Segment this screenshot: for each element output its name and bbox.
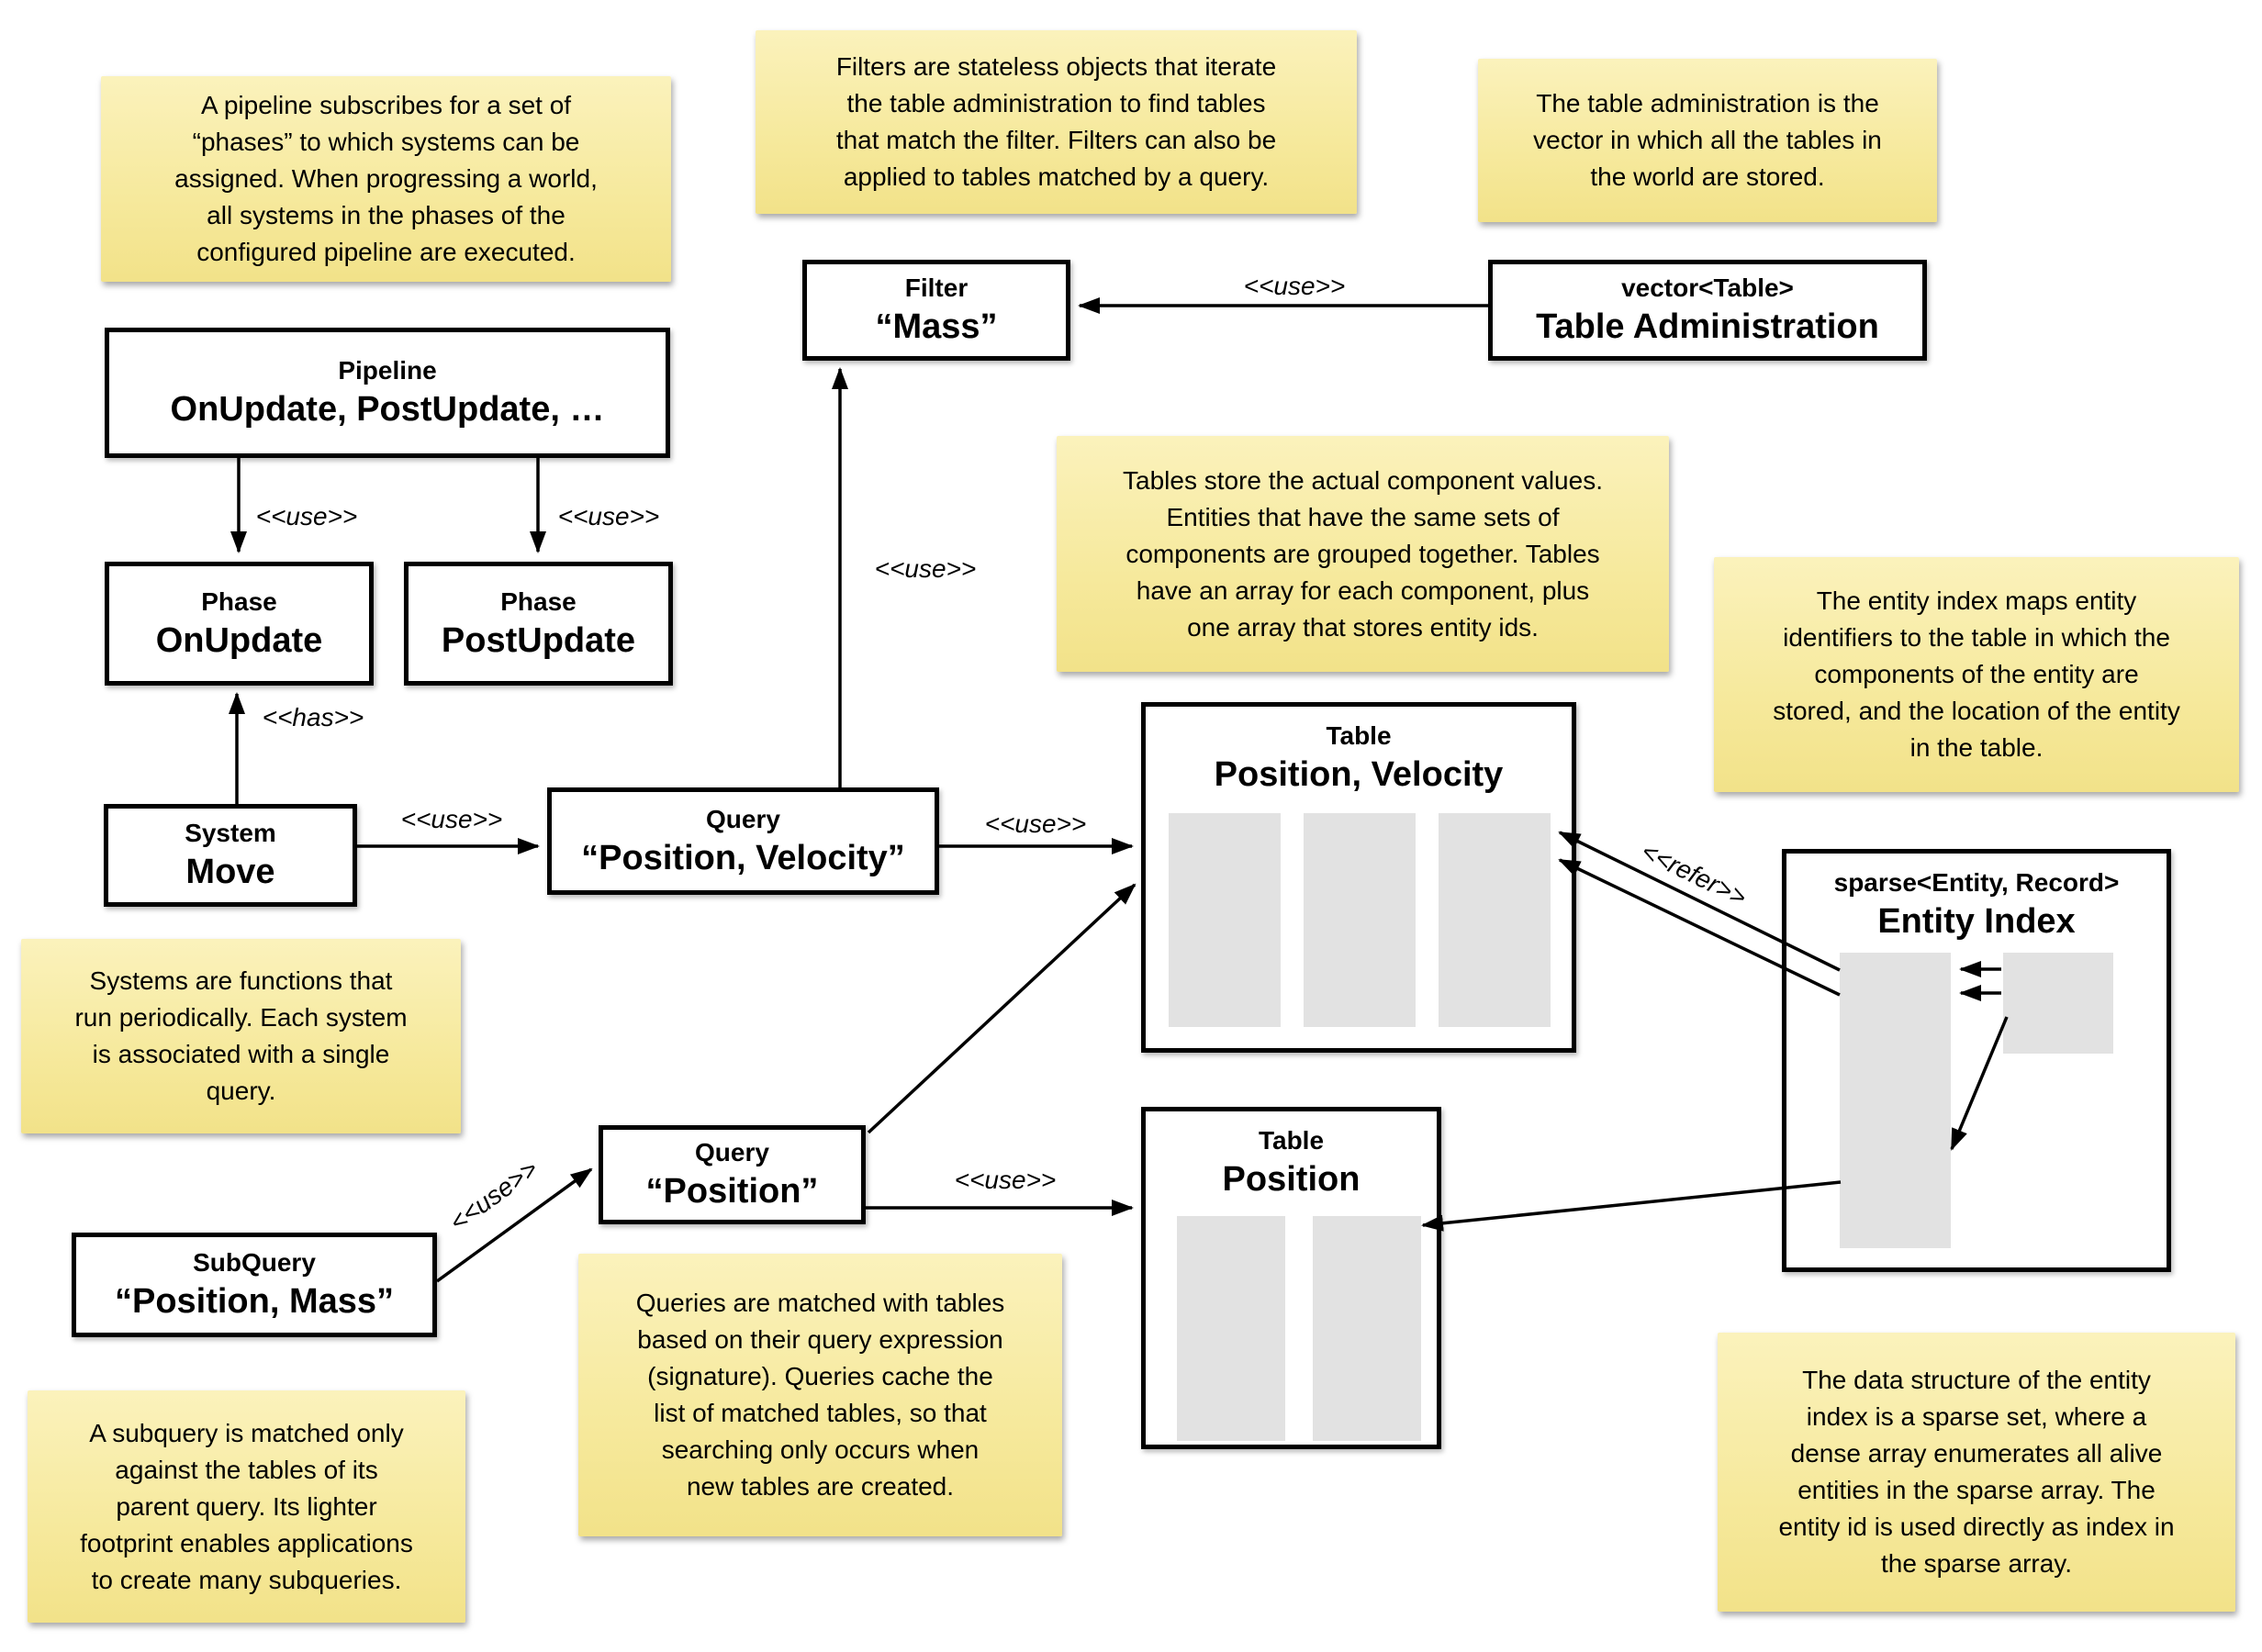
box-subquery: SubQuery “Position, Mass” bbox=[72, 1233, 437, 1337]
box-entity-index-name: Entity Index bbox=[1877, 902, 2076, 941]
component-array-5 bbox=[1313, 1216, 1421, 1441]
arrow-querypos-to-tablepv bbox=[867, 883, 1137, 1134]
box-table-position: Table Position bbox=[1141, 1107, 1441, 1449]
box-system-move-name: Move bbox=[185, 853, 275, 891]
label-has-system-phase: <<has>> bbox=[262, 703, 364, 731]
box-query-position-type: Query bbox=[695, 1138, 769, 1166]
box-system-move-type: System bbox=[185, 819, 276, 847]
box-entity-index-type: sparse<Entity, Record> bbox=[1833, 868, 2120, 897]
box-filter-mass: Filter “Mass” bbox=[802, 260, 1070, 361]
box-pipeline: Pipeline OnUpdate, PostUpdate, … bbox=[105, 328, 670, 458]
label-use-admin-filter: <<use>> bbox=[1243, 272, 1346, 300]
box-table-position-velocity: Table Position, Velocity bbox=[1141, 702, 1576, 1053]
component-array-4 bbox=[1177, 1216, 1285, 1441]
box-table-administration-type: vector<Table> bbox=[1621, 273, 1794, 302]
label-use-system-query: <<use>> bbox=[400, 805, 503, 833]
label-refer-entityindex-table: <<refer>> bbox=[1637, 836, 1752, 912]
box-pipeline-type: Pipeline bbox=[338, 356, 437, 385]
box-subquery-type: SubQuery bbox=[193, 1248, 316, 1277]
box-query-position-velocity: Query “Position, Velocity” bbox=[547, 787, 939, 895]
box-pipeline-name: OnUpdate, PostUpdate, … bbox=[170, 390, 605, 429]
box-table-position-velocity-name: Position, Velocity bbox=[1214, 755, 1504, 794]
component-array-2 bbox=[1304, 813, 1416, 1027]
box-phase-onupdate-name: OnUpdate bbox=[155, 620, 323, 660]
label-use-query-tablepos: <<use>> bbox=[954, 1166, 1057, 1194]
box-phase-postupdate: Phase PostUpdate bbox=[404, 562, 673, 686]
note-table-administration: The table administration is the vector i… bbox=[1478, 59, 1937, 222]
note-pipeline: A pipeline subscribes for a set of “phas… bbox=[101, 76, 671, 282]
note-entity-index: The entity index maps entity identifiers… bbox=[1714, 557, 2239, 792]
label-use-pipeline-onupdate: <<use>> bbox=[255, 502, 358, 530]
box-table-administration-name: Table Administration bbox=[1536, 307, 1879, 346]
box-query-position-velocity-type: Query bbox=[706, 804, 780, 833]
box-table-position-type: Table bbox=[1258, 1126, 1325, 1155]
note-filters: Filters are stateless objects that itera… bbox=[756, 30, 1357, 214]
box-system-move: System Move bbox=[104, 804, 357, 907]
box-phase-onupdate: Phase OnUpdate bbox=[105, 562, 374, 686]
arrow-refer-tablepos bbox=[1421, 1180, 1842, 1232]
sparse-array bbox=[1840, 953, 1951, 1248]
note-tables: Tables store the actual component values… bbox=[1057, 436, 1669, 672]
box-phase-onupdate-type: Phase bbox=[201, 586, 277, 616]
box-table-position-name: Position bbox=[1222, 1160, 1361, 1199]
label-use-pipeline-postupdate: <<use>> bbox=[557, 502, 660, 530]
box-query-position: Query “Position” bbox=[599, 1125, 866, 1224]
box-subquery-name: “Position, Mass” bbox=[114, 1282, 395, 1321]
label-use-query-filter: <<use>> bbox=[874, 554, 977, 583]
label-use-query-tablepv: <<use>> bbox=[984, 809, 1087, 838]
box-filter-mass-type: Filter bbox=[904, 273, 969, 302]
component-array-1 bbox=[1169, 813, 1281, 1027]
box-phase-postupdate-name: PostUpdate bbox=[441, 620, 636, 660]
box-filter-mass-name: “Mass” bbox=[875, 307, 998, 346]
label-use-subquery-query: <<use>> bbox=[443, 1154, 543, 1237]
note-sparse-set: The data structure of the entity index i… bbox=[1718, 1333, 2235, 1612]
box-query-position-name: “Position” bbox=[645, 1172, 819, 1211]
box-entity-index: sparse<Entity, Record> Entity Index bbox=[1782, 849, 2171, 1272]
box-phase-postupdate-type: Phase bbox=[500, 586, 577, 616]
box-query-position-velocity-name: “Position, Velocity” bbox=[581, 838, 905, 877]
note-queries: Queries are matched with tables based on… bbox=[578, 1254, 1062, 1536]
box-table-administration: vector<Table> Table Administration bbox=[1488, 260, 1927, 361]
dense-array bbox=[2003, 953, 2113, 1054]
note-subquery: A subquery is matched only against the t… bbox=[28, 1390, 465, 1623]
box-table-position-velocity-type: Table bbox=[1326, 721, 1392, 750]
note-systems: Systems are functions that run periodica… bbox=[21, 939, 461, 1133]
component-array-3 bbox=[1439, 813, 1551, 1027]
